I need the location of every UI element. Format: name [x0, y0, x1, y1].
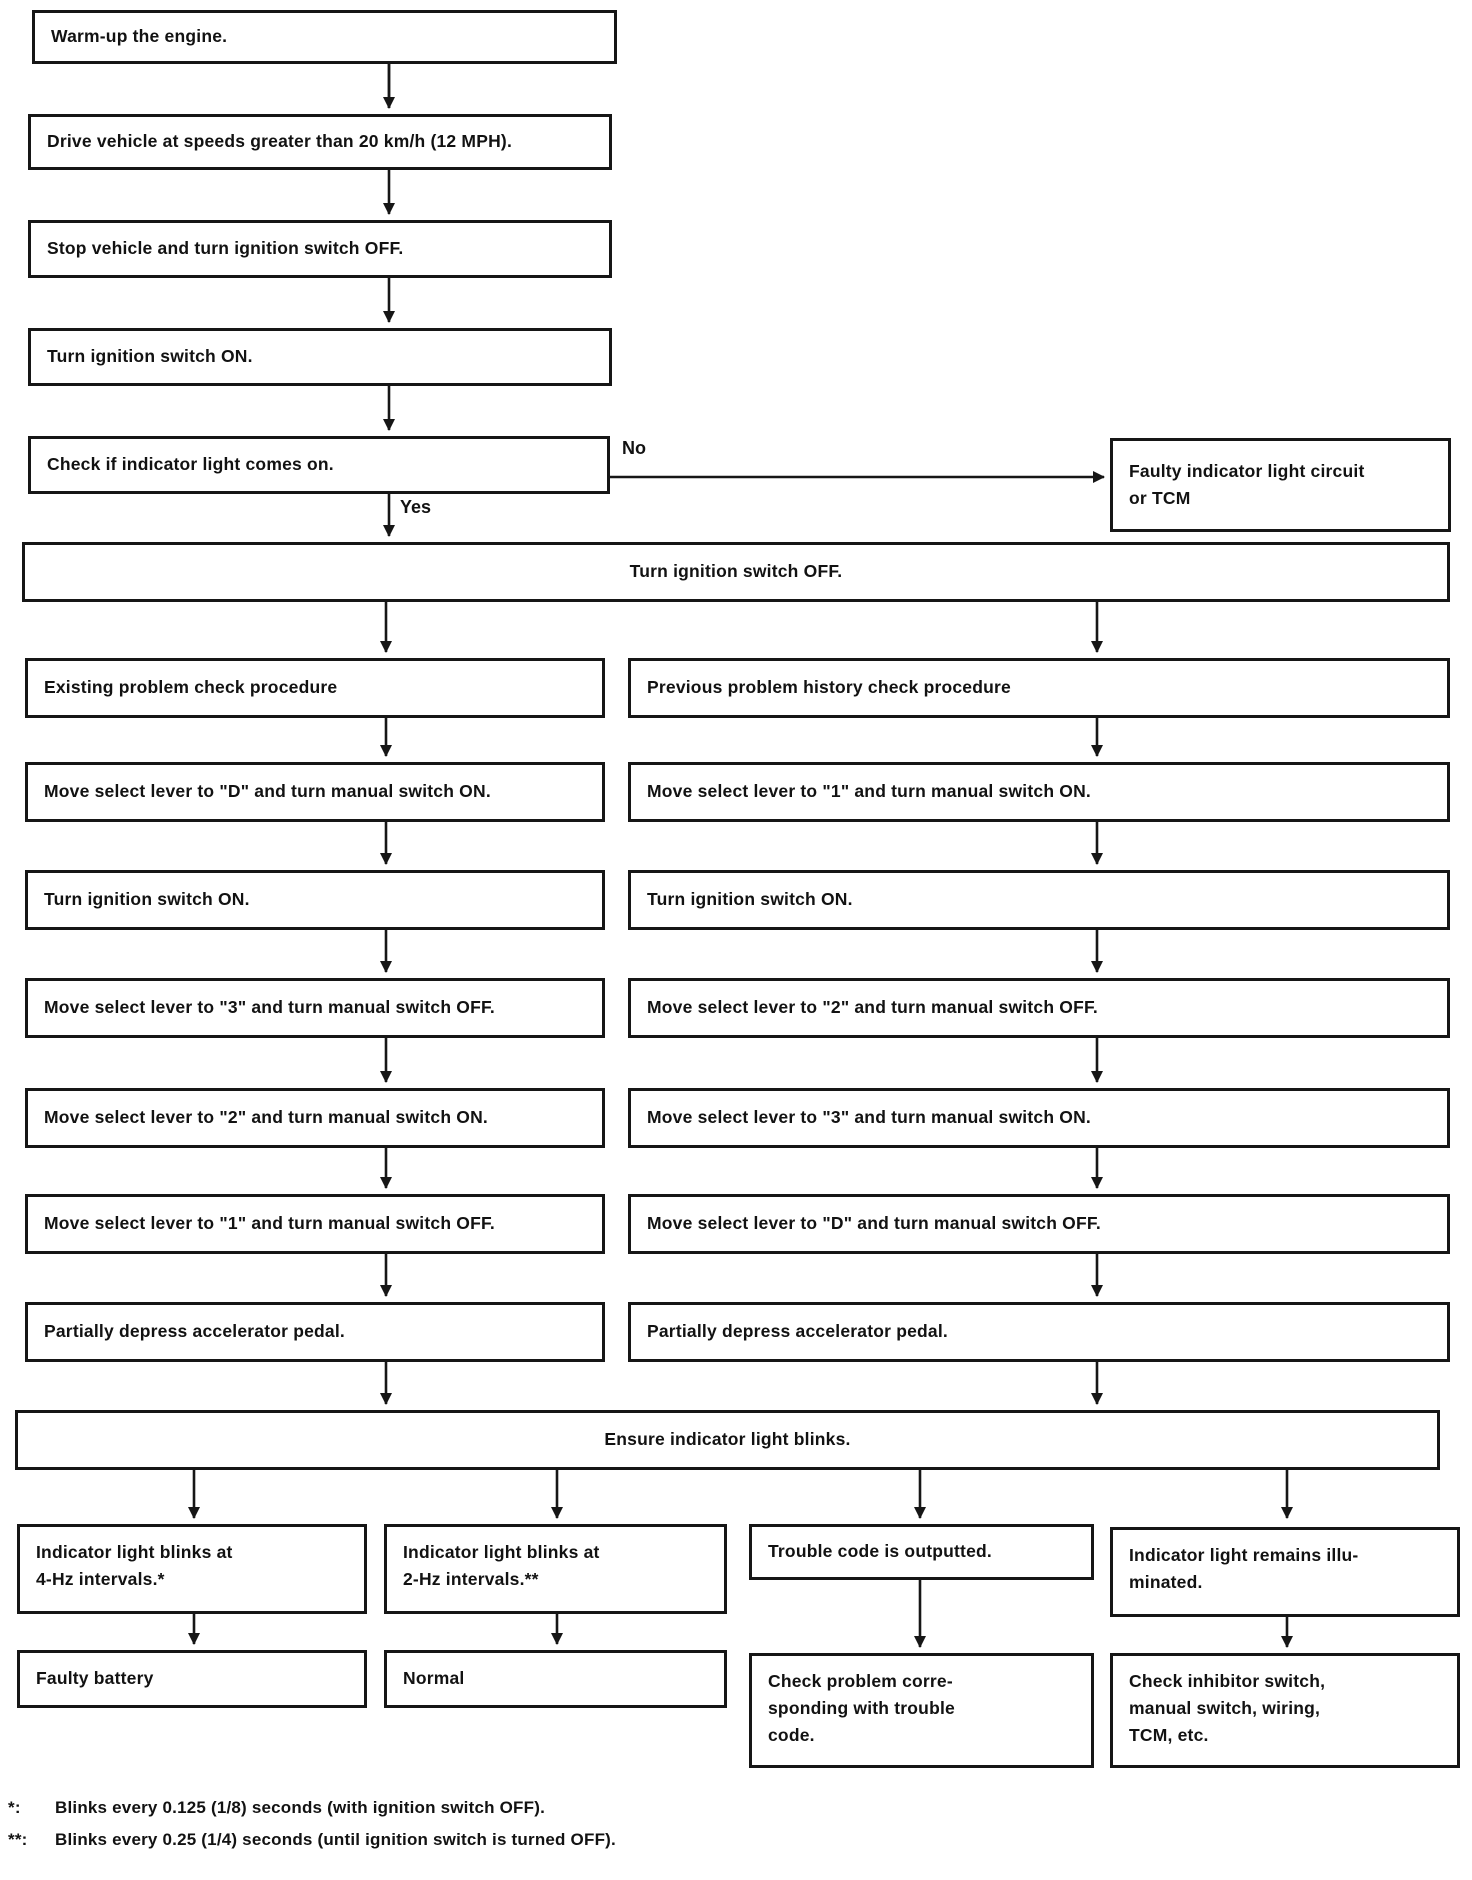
node-ensure-light-blinks: Ensure indicator light blinks. [15, 1410, 1440, 1470]
footnote-1-text: Blinks every 0.125 (1/8) seconds (with i… [55, 1798, 546, 1817]
node-blinks-2hz: Indicator light blinks at 2-Hz intervals… [384, 1524, 727, 1614]
node-ignition-on: Turn ignition switch ON. [28, 328, 612, 386]
node-result-faulty-battery: Faulty battery [17, 1650, 367, 1708]
footnote-2: **: Blinks every 0.25 (1/4) seconds (unt… [8, 1830, 616, 1850]
node-left-select-1-off: Move select lever to "1" and turn manual… [25, 1194, 605, 1254]
node-result-normal: Normal [384, 1650, 727, 1708]
node-previous-problem-procedure: Previous problem history check procedure [628, 658, 1450, 718]
node-right-select-3-on: Move select lever to "3" and turn manual… [628, 1088, 1450, 1148]
node-trouble-code-output: Trouble code is outputted. [749, 1524, 1094, 1580]
node-warm-up-engine: Warm-up the engine. [32, 10, 617, 64]
edge-label-yes: Yes [400, 497, 432, 517]
node-right-select-1-on: Move select lever to "1" and turn manual… [628, 762, 1450, 822]
node-right-ignition-on: Turn ignition switch ON. [628, 870, 1450, 930]
node-right-depress-accelerator: Partially depress accelerator pedal. [628, 1302, 1450, 1362]
node-light-remains-illuminated: Indicator light remains illu- minated. [1110, 1527, 1460, 1617]
node-left-select-d-on: Move select lever to "D" and turn manual… [25, 762, 605, 822]
node-left-depress-accelerator: Partially depress accelerator pedal. [25, 1302, 605, 1362]
node-blinks-4hz: Indicator light blinks at 4-Hz intervals… [17, 1524, 367, 1614]
footnote-2-marker: **: [8, 1830, 28, 1849]
node-left-select-2-on: Move select lever to "2" and turn manual… [25, 1088, 605, 1148]
node-result-check-trouble-code: Check problem corre- sponding with troub… [749, 1653, 1094, 1768]
node-right-select-d-off: Move select lever to "D" and turn manual… [628, 1194, 1450, 1254]
node-left-select-3-off: Move select lever to "3" and turn manual… [25, 978, 605, 1038]
footnote-2-text: Blinks every 0.25 (1/4) seconds (until i… [55, 1830, 616, 1849]
node-result-check-inhibitor: Check inhibitor switch, manual switch, w… [1110, 1653, 1460, 1768]
node-stop-vehicle-ignition-off: Stop vehicle and turn ignition switch OF… [28, 220, 612, 278]
node-faulty-indicator-circuit: Faulty indicator light circuit or TCM [1110, 438, 1451, 532]
node-existing-problem-procedure: Existing problem check procedure [25, 658, 605, 718]
node-ignition-off-wide: Turn ignition switch OFF. [22, 542, 1450, 602]
edge-label-no: No [622, 438, 646, 458]
node-drive-vehicle: Drive vehicle at speeds greater than 20 … [28, 114, 612, 170]
node-check-indicator-light: Check if indicator light comes on. [28, 436, 610, 494]
node-left-ignition-on: Turn ignition switch ON. [25, 870, 605, 930]
footnote-1: *: Blinks every 0.125 (1/8) seconds (wit… [8, 1798, 545, 1818]
node-right-select-2-off: Move select lever to "2" and turn manual… [628, 978, 1450, 1038]
footnote-1-marker: *: [8, 1798, 21, 1817]
